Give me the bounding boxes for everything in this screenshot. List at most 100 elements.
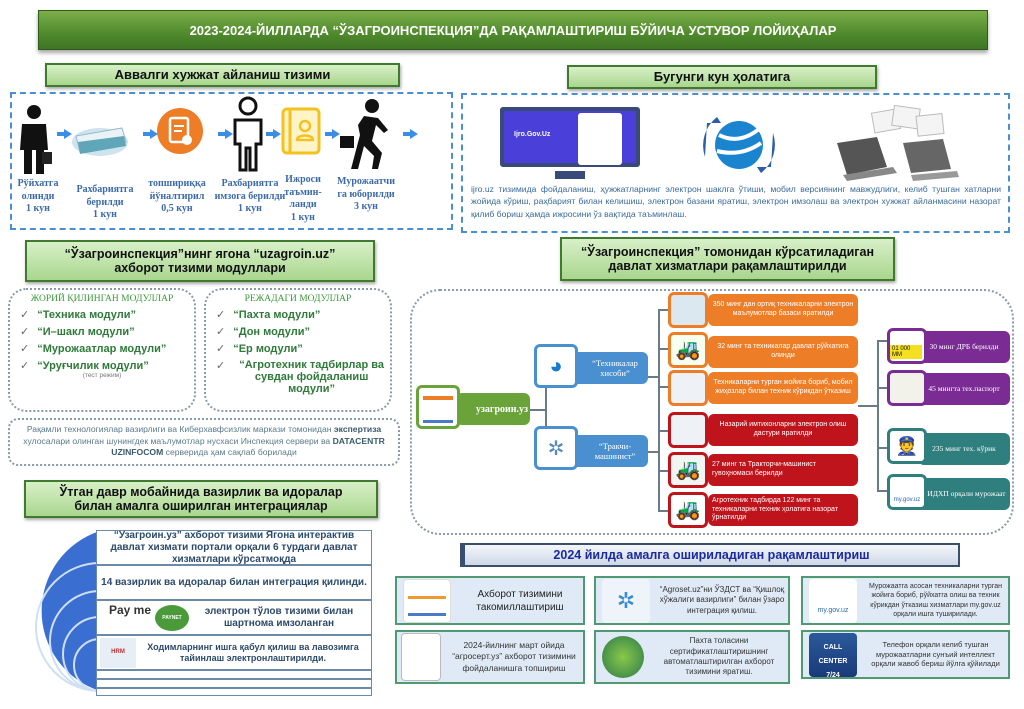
module-item: ✓“Техника модули” <box>20 308 194 321</box>
connector <box>658 348 668 350</box>
phone-screen <box>578 113 622 165</box>
step-days: 0,5 кун <box>161 203 193 214</box>
cotton-certification-emblem-icon <box>602 636 644 678</box>
step-days: 1 кун <box>93 209 117 220</box>
database-icon <box>668 292 708 328</box>
connector <box>658 470 668 472</box>
service-item-orange: 32 минг та техникалар давлат рўйхатига о… <box>708 336 858 368</box>
check-icon: ✓ <box>216 360 226 372</box>
call-center-label: CALL CENTER <box>818 643 848 665</box>
check-icon: ✓ <box>216 326 226 338</box>
globe-network-icon: ◕ <box>534 344 578 388</box>
service-item-red: Агротехник тадбирда 122 минг та техникал… <box>708 494 858 526</box>
service-item-orange: Техникаларни турган жойига бориб, мобил … <box>708 372 858 404</box>
services-heading: “Ўзагроинспекция” томонидан кўрсатиладиг… <box>560 237 895 281</box>
integrations-heading: Ўтган давр мобайнида вазирлик ва идорала… <box>24 480 378 518</box>
step-label: топшириққа <box>148 178 206 189</box>
mygov-icon: my.gov.uz <box>887 474 927 510</box>
plan-item: Пахта толасини сертификатлаштиришнинг ав… <box>594 630 790 684</box>
integrations-heading-line1: Ўтган давр мобайнида вазирлик ва идорала… <box>59 484 343 499</box>
tech-passport-icon <box>887 370 927 406</box>
connector <box>658 430 668 432</box>
current-panel: Ijro.Gov.Uz ijro.uz тизимида фойдаланиш,… <box>461 93 1010 233</box>
step-label: Рахбариятга <box>76 184 134 195</box>
step-days: 3 кун <box>354 201 378 212</box>
module-label: “Ер модули” <box>233 343 303 355</box>
module-item: ✓“Дон модули” <box>216 325 390 338</box>
person-outline-icon <box>233 96 263 172</box>
connector <box>658 309 668 311</box>
call-center-icon: CALL CENTER 7/24 <box>809 632 857 679</box>
monitor-icon: Ijro.Gov.Uz <box>500 107 640 167</box>
network-hub-icon: ✲ <box>534 426 578 470</box>
service-item-teal: ЯИДХП орқали мурожаат <box>918 478 1010 510</box>
module-label: “Пахта модули” <box>233 309 321 321</box>
step-label: га юборилди <box>337 188 395 200</box>
connector <box>877 490 887 492</box>
module-item: ✓ “Пахта модули” <box>216 308 390 321</box>
mygov-logo: my.gov.uz <box>809 578 857 623</box>
check-icon: ✓ <box>20 343 30 355</box>
payment-text: электрон тўлов тизими билан шартнома имз… <box>204 605 354 629</box>
module-item: ✓ “И–шакл модули” <box>20 325 194 338</box>
connector <box>528 409 546 411</box>
service-item-red: Назарий имтихонларни электрон олиш дасту… <box>708 414 858 446</box>
step-label: йўналтирил <box>149 190 205 202</box>
check-icon: ✓ <box>20 326 30 338</box>
contact-book-icon <box>281 107 321 155</box>
computer-exam-icon <box>668 412 708 448</box>
current-description: ijro.uz тизимида фойдаланиш, ҳужжатларни… <box>471 184 1001 219</box>
arrow-icon <box>403 129 418 139</box>
plan-item-text: Мурожаатга асосан техникаларни турган жо… <box>869 583 1002 618</box>
branch-technics-registry: “Техникалар хисоби” <box>570 352 648 384</box>
plan-item-text: Пахта толасини сертификатлаштиришнинг ав… <box>663 636 775 677</box>
monitor-stand <box>555 171 585 179</box>
plan-item: Ахборот тизимини такомиллаштириш <box>395 576 585 625</box>
module-item: ✓“Ер модули” <box>216 342 390 355</box>
plan-item-text: 2024-йилнинг март ойида “агросерт.уз” ах… <box>452 640 576 673</box>
expertise-note: Рақамли технологиялар вазирлиги ва Кибер… <box>8 418 400 466</box>
plan-item-text: Ахборот тизимини такомиллаштириш <box>476 588 564 613</box>
expertise-bold: экспертиза <box>333 424 382 434</box>
expertise-text: хулосалари олинган шунингдек маълумотлар… <box>23 435 331 446</box>
hrm-text: Ходимларнинг ишга қабул қилиш ва лавозим… <box>147 641 359 663</box>
arrow-icon <box>266 129 281 139</box>
globe-sync-icon <box>703 117 775 173</box>
agrocert-document-icon <box>401 633 441 681</box>
connector <box>658 510 668 512</box>
branch-tractor-driver: “Тракчи-машинист” <box>570 435 648 467</box>
plan-2024-heading: 2024 йилда амалга ошириладиган рақамлашт… <box>460 543 960 567</box>
module-label: “Мурожаатлар модули” <box>37 343 167 355</box>
monitor-label: Ijro.Gov.Uz <box>514 131 551 138</box>
modules-heading-line2: ахборот тизими модуллари <box>114 261 286 275</box>
module-label: “Агротехник тадбирлар ва сувдан фойдалан… <box>239 359 384 395</box>
module-item: ✓“Уруғчилик модули” <box>20 359 194 372</box>
service-item-teal: 235 минг тех. кўрик <box>918 433 1010 465</box>
module-label: “И–шакл модули” <box>37 326 135 338</box>
uzagroin-root-node: узагроин.уз <box>456 393 530 425</box>
current-heading: Бугунги кун ҳолатига <box>567 65 877 89</box>
service-item-orange: 350 минг дан ортиқ техникаларни электрон… <box>708 294 858 326</box>
module-label: “Уруғчилик модули” <box>37 360 149 372</box>
form-screenshot-icon <box>403 578 451 623</box>
test-mode-note: (тест режим) <box>82 372 122 379</box>
arrow-icon <box>325 129 340 139</box>
check-icon: ✓ <box>216 309 226 321</box>
connector <box>658 309 660 511</box>
datacenter-bold: DATACENTR UZINFOCOM <box>111 435 385 458</box>
integrations-heading-line2: билан амалга оширилган интеграциялар <box>74 499 328 513</box>
network-integration-icon: ✲ <box>602 578 650 623</box>
call-center-hours: 7/24 <box>826 671 840 679</box>
plan-item-text: Телефон орқали келиб тушган мурожаатларн… <box>871 639 1000 669</box>
integration-row-empty <box>96 679 372 688</box>
payme-logo: Pay me <box>109 603 152 617</box>
connector <box>877 340 887 342</box>
module-label: “Техника модули” <box>37 309 136 321</box>
step-label: таъмин-ланди <box>284 186 322 211</box>
planned-modules-box: РЕЖАДАГИ МОДУЛЛАР ✓“Пахта модули” ✓“Дон … <box>204 288 392 412</box>
page-title: 2023-2024-ЙИЛЛАРДА “ЎЗАГРОИНСПЕКЦИЯ”ДА Р… <box>38 10 988 50</box>
tractor-icon: 🚜 <box>668 332 708 368</box>
